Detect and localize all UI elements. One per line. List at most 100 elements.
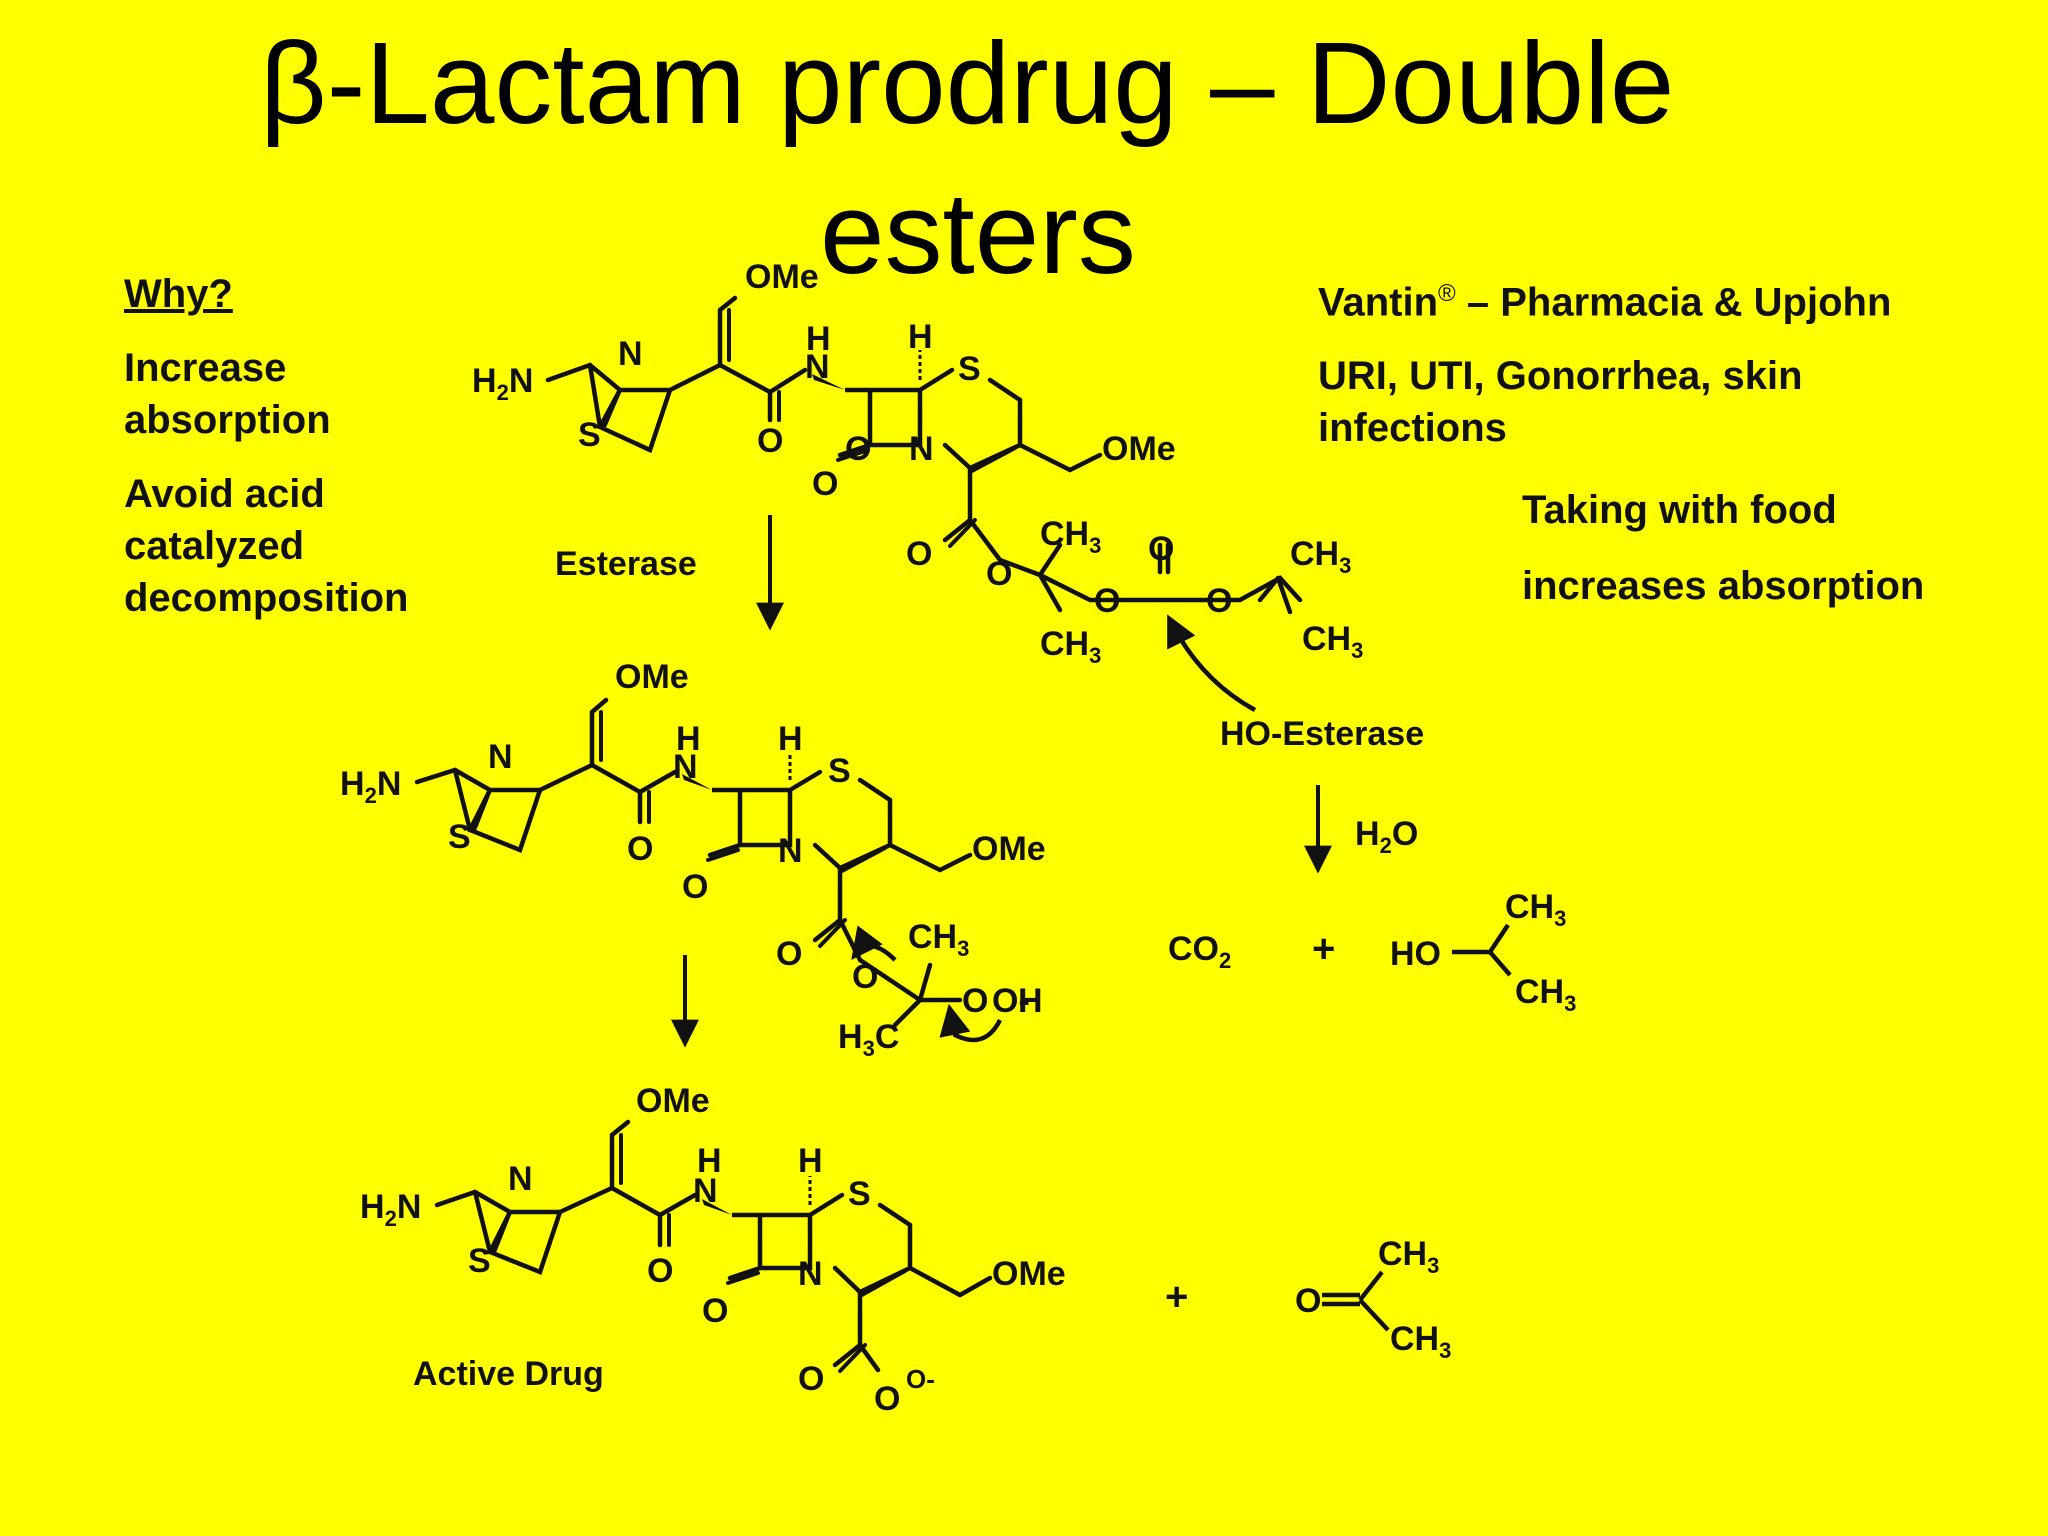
note-line-4: catalyzed [124, 524, 305, 568]
why-heading: Why? [124, 272, 233, 316]
svg-text:OMe: OMe [745, 258, 819, 296]
svg-text:O: O [845, 430, 871, 468]
svg-text:O-: O- [906, 1364, 935, 1394]
wedge-bond-3 [702, 1199, 732, 1215]
svg-text:O: O [798, 1360, 824, 1398]
svg-text:N: N [805, 348, 830, 386]
svg-text:CH3: CH3 [1515, 973, 1576, 1016]
svg-text:HO: HO [1390, 935, 1441, 973]
electron-arrow-1 [851, 925, 897, 962]
svg-text:O: O [812, 465, 838, 503]
svg-text:O: O [1206, 582, 1232, 620]
right-notes: Vantin® – Pharmacia & Upjohn URI, UTI, G… [1318, 268, 1891, 454]
left-notes: Why? Increase absorption Avoid acid cata… [124, 268, 408, 624]
esterase-label: Esterase [555, 545, 697, 583]
svg-text:OMe: OMe [636, 1082, 710, 1120]
svg-text:O: O [1148, 530, 1174, 568]
svg-text:CH3: CH3 [1302, 620, 1363, 663]
svg-text:S: S [848, 1175, 871, 1213]
svg-text:H: H [778, 720, 803, 758]
food-line-2: increases absorption [1522, 564, 1925, 608]
svg-text:O: O [776, 935, 802, 973]
svg-text:CH3: CH3 [1378, 1235, 1439, 1278]
uses-line-1: URI, UTI, Gonorrhea, skin [1318, 354, 1803, 399]
co2-label: CO2 [1168, 930, 1231, 973]
molecule-active-drug-atoms: OMe H2N N S O H N H S N O OMe O O O- [360, 1082, 1066, 1418]
svg-text:O: O [702, 1292, 728, 1330]
svg-text:CH3: CH3 [1040, 515, 1101, 558]
svg-text:H: H [806, 320, 831, 358]
svg-text:O: O [852, 958, 878, 996]
molecule-intermediate-atoms: OMe H2N N S O H N H S N O OMe O O CH3 O … [340, 658, 1046, 1061]
svg-text:CH3: CH3 [1290, 535, 1351, 578]
svg-text:OMe: OMe [615, 658, 689, 696]
svg-text:O: O [906, 535, 932, 573]
molecule-prodrug-atoms: OMe H2N N S O H N H S N O O OMe O O CH3 … [472, 258, 1363, 668]
company-name: – Pharmacia & Upjohn [1466, 280, 1892, 325]
svg-text:N: N [618, 335, 643, 373]
note-line-1: Increase [124, 346, 287, 390]
svg-text:H: H [697, 1142, 722, 1180]
svg-text:OMe: OMe [972, 830, 1046, 868]
uses-line-2: infections [1318, 406, 1507, 451]
isopropanol: HO CH3 CH3 [1390, 888, 1576, 1016]
food-line-1: Taking with food [1522, 488, 1837, 532]
svg-text:S: S [468, 1242, 491, 1280]
svg-text:H: H [798, 1142, 823, 1180]
note-line-3: Avoid acid [124, 472, 325, 516]
svg-text:N: N [693, 1172, 718, 1210]
svg-text:O: O [986, 555, 1012, 593]
plus-1: + [1312, 927, 1335, 971]
svg-text:S: S [828, 752, 851, 790]
svg-text:CH3: CH3 [1390, 1320, 1451, 1363]
svg-text:CH3: CH3 [1040, 625, 1101, 668]
registered-mark: ® [1438, 280, 1456, 307]
svg-text:CH3: CH3 [908, 918, 969, 961]
svg-text:S: S [448, 818, 471, 856]
svg-text:CH3: CH3 [1505, 888, 1566, 931]
note-line-2: absorption [124, 398, 331, 442]
water-label: H2O [1355, 815, 1418, 858]
svg-text:H: H [676, 720, 701, 758]
svg-text:N: N [909, 430, 934, 468]
wedge-bond-1 [812, 374, 845, 390]
electron-arrow-2 [939, 1003, 1003, 1043]
molecule-active-drug [434, 1119, 993, 1373]
wedge-bond-2 [682, 774, 712, 790]
svg-text:N: N [778, 832, 803, 870]
svg-text:O: O [647, 1252, 673, 1290]
svg-text:H: H [1018, 982, 1043, 1020]
svg-text:H2N: H2N [472, 362, 533, 405]
product-name: Vantin [1318, 280, 1439, 325]
food-notes: Taking with food increases absorption [1522, 472, 1924, 624]
ho-esterase-label: HO-Esterase [1220, 715, 1424, 753]
product-line: Vantin® – Pharmacia & Upjohn [1318, 268, 1891, 328]
svg-text:S: S [958, 350, 981, 388]
plus-2: + [1165, 1275, 1188, 1319]
svg-text:O: O [874, 1380, 900, 1418]
svg-text:H: H [908, 318, 933, 356]
svg-text:N: N [673, 748, 698, 786]
svg-text:OMe: OMe [1102, 430, 1176, 468]
molecule-intermediate [414, 697, 973, 1028]
svg-text:O-: O- [992, 982, 1030, 1020]
active-drug-label: Active Drug [413, 1355, 604, 1393]
svg-text:O: O [627, 830, 653, 868]
svg-text:O: O [1094, 582, 1120, 620]
svg-text:O: O [1295, 1282, 1321, 1320]
molecule-prodrug [545, 295, 1303, 615]
svg-text:N: N [508, 1160, 533, 1198]
svg-text:H2N: H2N [360, 1188, 421, 1231]
svg-text:H3C: H3C [838, 1018, 899, 1061]
note-line-5: decomposition [124, 576, 409, 620]
svg-text:H2N: H2N [340, 765, 401, 808]
acetone: O CH3 CH3 [1295, 1235, 1451, 1363]
attack-arrow [1167, 614, 1257, 712]
svg-text:OMe: OMe [992, 1255, 1066, 1293]
svg-text:N: N [798, 1255, 823, 1293]
svg-text:O: O [682, 868, 708, 906]
svg-text:S: S [578, 416, 601, 454]
svg-text:O: O [962, 982, 988, 1020]
